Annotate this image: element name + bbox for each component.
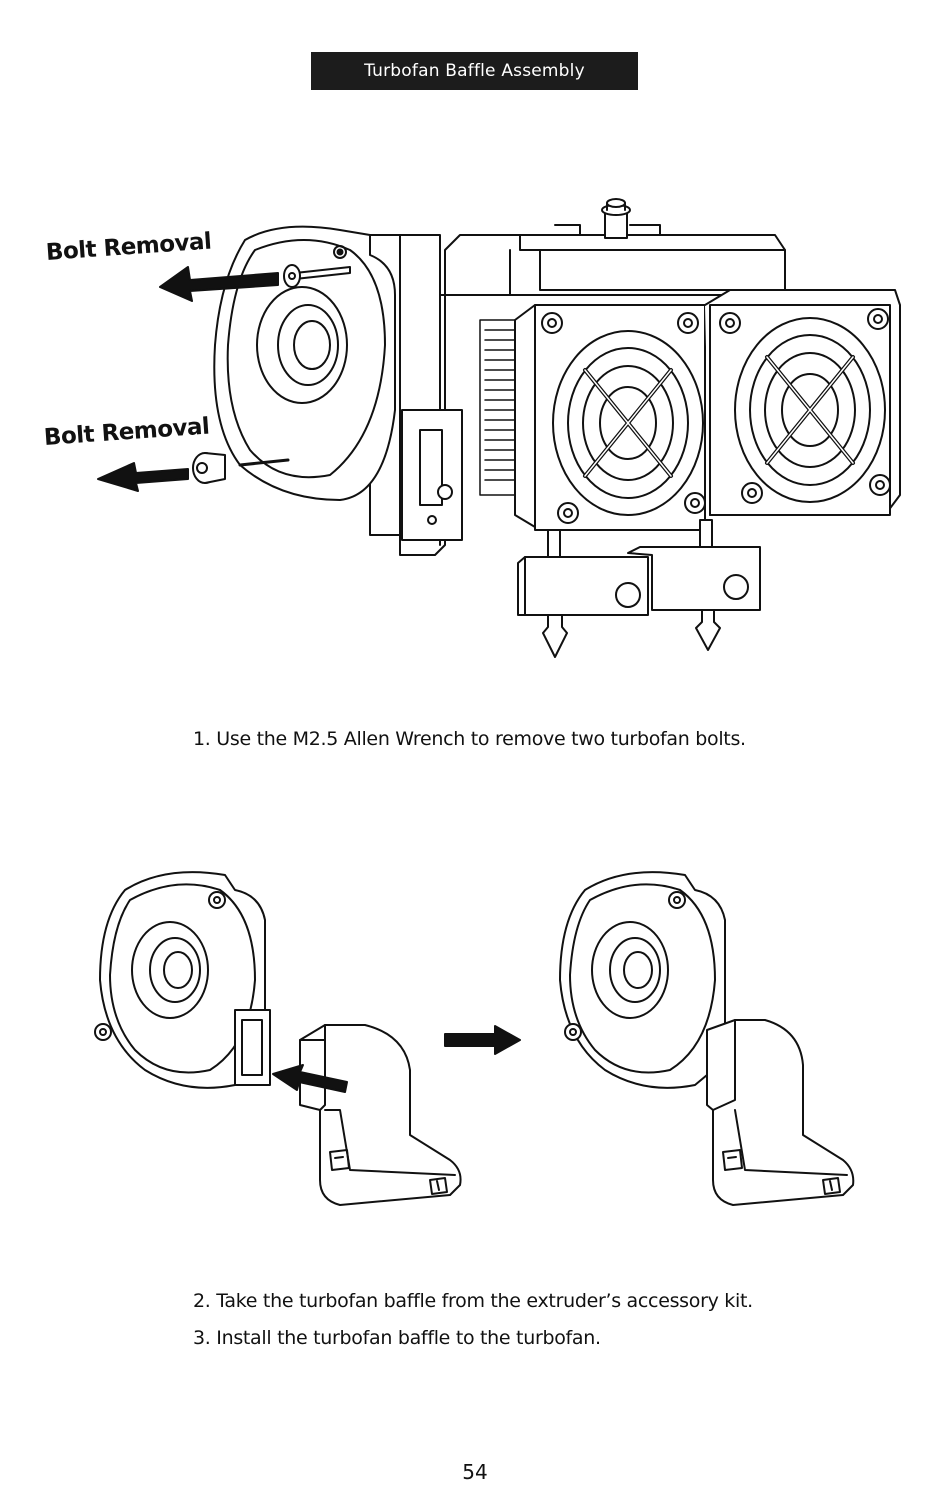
turbofan-with-baffle-icon [560,872,853,1205]
baffle-installation-illustration [85,860,875,1220]
extruder-assembly-illustration [40,195,910,675]
page-number: 54 [462,1460,488,1484]
step-3-text: 3. Install the turbofan baffle to the tu… [193,1327,601,1349]
turbofan-icon [214,227,395,500]
arrow-left-icon [273,1065,347,1092]
cooling-fan-icon [515,290,900,530]
page-title: Turbofan Baffle Assembly [364,61,585,81]
nozzle-icon [543,610,720,657]
baffle-icon [300,1025,461,1205]
page-header-bar: Turbofan Baffle Assembly [311,52,638,90]
heater-block-icon [518,520,760,615]
turbofan-icon [95,872,270,1088]
top-mount-plate [445,199,785,295]
step-2-text: 2. Take the turbofan baffle from the ext… [193,1290,753,1312]
step-1-text: 1. Use the M2.5 Allen Wrench to remove t… [193,728,746,750]
extruder-body [370,235,462,555]
bolt-icon [193,265,350,483]
arrow-right-icon [445,1026,520,1054]
arrow-left-icon [98,267,278,491]
